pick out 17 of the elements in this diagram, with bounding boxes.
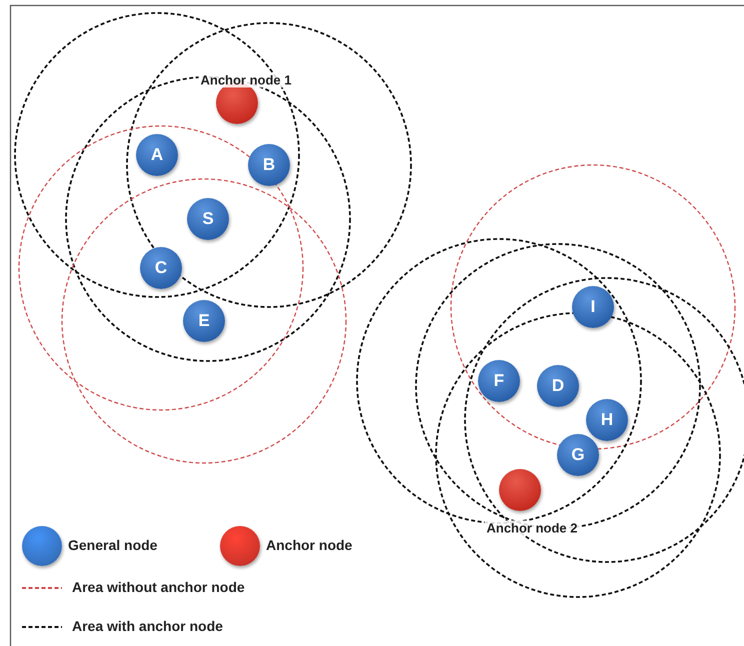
general-node-circle: A xyxy=(136,134,178,176)
legend-label: Area with anchor node xyxy=(72,618,223,634)
general-node-circle: D xyxy=(537,365,579,407)
legend-label: Area without anchor node xyxy=(72,579,245,595)
general-node-circle: F xyxy=(478,360,520,402)
general-node-circle: B xyxy=(248,144,290,186)
general-node-circle: S xyxy=(187,198,229,240)
anchor-node-circle xyxy=(499,469,541,511)
general-node-circle: C xyxy=(140,247,182,289)
general-node-circle: E xyxy=(183,300,225,342)
node-caption: Anchor node 2 xyxy=(484,520,580,536)
legend-label: General node xyxy=(68,537,158,553)
general-node-circle: G xyxy=(557,434,599,476)
general-node-circle: H xyxy=(586,399,628,441)
general-node-circle: I xyxy=(572,286,614,328)
legend-label: Anchor node xyxy=(266,537,352,553)
node-caption: Anchor node 1 xyxy=(198,72,294,88)
